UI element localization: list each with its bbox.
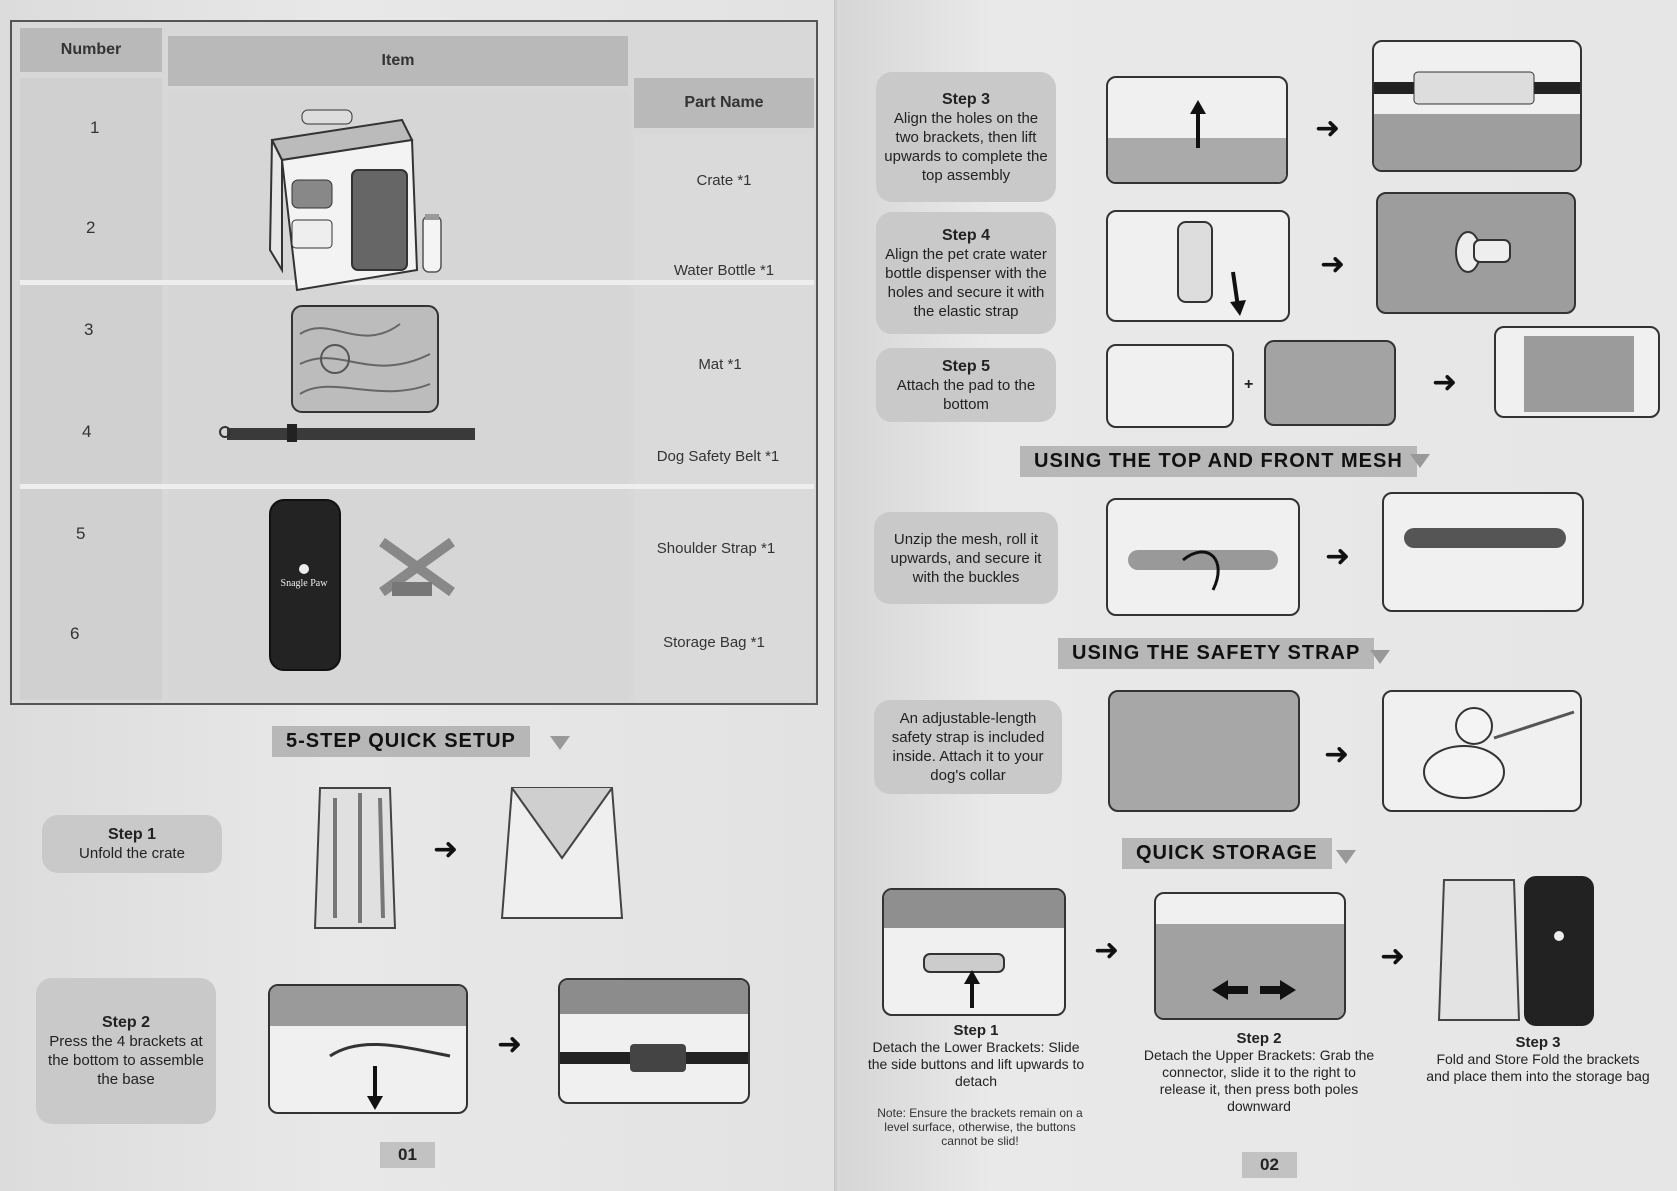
section-triangle-icon [1410,454,1430,468]
step5-pad-illustration [1264,340,1396,426]
step-text: Detach the Lower Brackets: Slide the sid… [867,1039,1085,1089]
storage-note: Note: Ensure the brackets remain on a le… [877,1106,1083,1148]
section-triangle-icon [1336,850,1356,864]
svg-text:Snagle Paw: Snagle Paw [281,578,329,589]
row-number: 2 [86,218,96,237]
setup-step3-box: Step 3 Align the holes on the two bracke… [876,72,1056,202]
book-spine [834,0,844,1191]
row-number: 6 [70,624,80,643]
page-number-right: 02 [1242,1152,1297,1178]
row-number: 3 [84,320,94,339]
step-text: Align the holes on the two brackets, the… [884,109,1048,184]
step-label: Step 3 [941,90,990,108]
safety-strap-text: An adjustable-length safety strap is inc… [891,710,1045,784]
mat-illustration [290,304,440,414]
row-number: 1 [90,118,100,137]
part-name-column [634,134,814,700]
setup-step1-box: Step 1 Unfold the crate [42,815,222,873]
storage-step2-illustration [1154,892,1346,1020]
right-arrow-icon: ➜ [1432,366,1458,399]
header-number: Number [20,28,162,72]
number-column [20,78,162,700]
safety-strap-title: USING THE SAFETY STRAP [1058,638,1375,669]
right-arrow-icon: ➜ [433,833,459,866]
step5-result-illustration [1494,326,1660,418]
right-page: Step 3 Align the holes on the two bracke… [840,0,1677,1191]
parts-table: Number Item Part Name 1 2 3 4 5 6 Crate … [10,20,818,705]
part-name: Crate *1 [696,172,752,189]
storage-step3-illustration [1434,870,1604,1030]
storage-step3-caption: Step 3 Fold and Store Fold the brackets … [1426,1034,1650,1085]
crate-illustration [252,100,442,296]
step-text: Attach the pad to the bottom [896,376,1036,413]
folded-crate-illustration [305,778,405,938]
storage-bag-illustration: Snagle Paw [264,494,344,674]
step-text: Fold and Store Fold the brackets and pla… [1426,1051,1650,1084]
part-name: Storage Bag *1 [663,634,765,651]
step-label: Step 1 [107,826,156,843]
page-number-left: 01 [380,1142,435,1168]
safety-strap-box: An adjustable-length safety strap is inc… [874,700,1062,794]
step-label: Step 2 [101,1014,150,1031]
part-name: Water Bottle *1 [673,262,775,279]
unfolded-crate-illustration [492,778,632,930]
row-divider [20,280,814,285]
left-page: Number Item Part Name 1 2 3 4 5 6 Crate … [0,0,838,1191]
section-triangle-icon [1370,650,1390,664]
quick-setup-title: 5-STEP QUICK SETUP [272,726,530,757]
right-arrow-icon: ➜ [1325,540,1351,573]
row-number: 4 [82,422,92,441]
section-triangle-icon [550,736,570,750]
mesh-instructions-box: Unzip the mesh, roll it upwards, and sec… [874,512,1058,604]
shoulder-strap-illustration [372,532,462,607]
step2-press-illustration [268,984,468,1114]
header-item: Item [168,36,628,86]
step-label: Step 1 [953,1022,999,1039]
step-text: Detach the Upper Brackets: Grab the conn… [1143,1047,1375,1114]
step-text: Align the pet crate water bottle dispens… [885,245,1047,320]
setup-step5-box: Step 5 Attach the pad to the bottom [876,348,1056,422]
step4-bottle-illustration [1106,210,1290,322]
right-arrow-icon: ➜ [1320,248,1346,281]
top-front-mesh-title: USING THE TOP AND FRONT MESH [1020,446,1417,477]
right-arrow-icon: ➜ [1380,940,1406,973]
row-divider [20,484,814,489]
storage-step1-caption: Step 1 Detach the Lower Brackets: Slide … [864,1022,1088,1090]
mesh-unzip-illustration [1106,498,1300,616]
strap-inside-illustration [1108,690,1300,812]
step3-result-illustration [1372,40,1582,172]
right-arrow-icon: ➜ [1315,112,1341,145]
mesh-rolled-illustration [1382,492,1584,612]
water-bottle-illustration [417,212,447,276]
part-name: Shoulder Strap *1 [656,540,776,557]
right-arrow-icon: ➜ [1324,738,1350,771]
step4-fitting-illustration [1376,192,1576,314]
storage-step1-illustration [882,888,1066,1016]
setup-step2-box: Step 2 Press the 4 brackets at the botto… [36,978,216,1124]
right-arrow-icon: ➜ [1094,934,1120,967]
setup-step4-box: Step 4 Align the pet crate water bottle … [876,212,1056,334]
right-arrow-icon: ➜ [497,1028,523,1061]
step-label: Step 3 [1515,1034,1561,1051]
step-label: Step 2 [1236,1030,1282,1047]
step5-crate-base-illustration [1106,344,1234,428]
dog-collar-illustration [1382,690,1582,812]
part-name: Mat *1 [698,356,742,373]
step-text: Unfold the crate [79,845,185,862]
quick-storage-title: QUICK STORAGE [1122,838,1332,869]
part-name: Dog Safety Belt *1 [656,448,780,465]
step3-lift-illustration [1106,76,1288,184]
header-part-name: Part Name [634,78,814,128]
storage-step2-caption: Step 2 Detach the Upper Brackets: Grab t… [1140,1030,1378,1115]
step-label: Step 4 [941,226,990,244]
safety-belt-illustration [217,422,477,444]
step-text: Press the 4 brackets at the bottom to as… [48,1033,204,1088]
plus-sign: + [1244,376,1254,393]
mesh-text: Unzip the mesh, roll it upwards, and sec… [890,530,1042,586]
step2-assembled-illustration [558,978,750,1104]
step-label: Step 5 [941,357,990,375]
row-number: 5 [76,524,86,543]
